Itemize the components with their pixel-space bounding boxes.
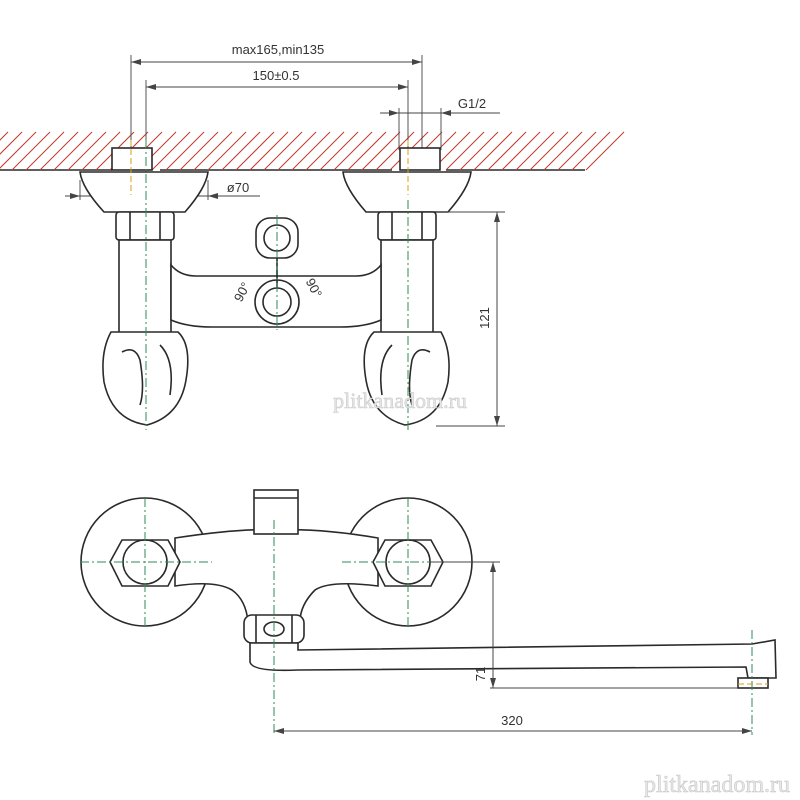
hatch-line bbox=[445, 131, 485, 171]
hatch-line bbox=[165, 131, 205, 171]
hatch-line bbox=[81, 131, 121, 171]
left-handle bbox=[102, 331, 189, 426]
spout-height-label: 71 bbox=[473, 667, 488, 681]
front-view bbox=[79, 147, 472, 426]
center-distance-label: 150±0.5 bbox=[253, 68, 300, 83]
right-wall-fitting bbox=[399, 147, 441, 171]
hatch-line bbox=[515, 131, 555, 171]
hatch-line bbox=[571, 131, 611, 171]
hatch-line bbox=[347, 131, 387, 171]
hatch-line bbox=[0, 131, 23, 155]
hatch-line bbox=[249, 131, 289, 171]
hatch-line bbox=[459, 131, 499, 171]
left-flange bbox=[79, 171, 209, 213]
top-view-axes bbox=[80, 498, 768, 735]
right-hex-nut bbox=[377, 211, 437, 241]
hatch-line bbox=[221, 131, 261, 171]
flange-diameter-label: ø70 bbox=[227, 180, 249, 195]
wall-section bbox=[0, 131, 625, 171]
watermark-center: plitkanadom.ru bbox=[333, 388, 467, 413]
hatch-line bbox=[333, 131, 373, 171]
hatch-line bbox=[263, 131, 303, 171]
right-body bbox=[380, 239, 434, 336]
hatch-line bbox=[39, 131, 79, 171]
height-label: 121 bbox=[477, 307, 492, 329]
hatch-line bbox=[25, 131, 65, 171]
hatch-line bbox=[179, 131, 219, 171]
hatch-line bbox=[361, 131, 401, 171]
hatch-line bbox=[501, 131, 541, 171]
left-body bbox=[118, 239, 172, 336]
hatch-line bbox=[0, 131, 9, 141]
thread-size-label: G1/2 bbox=[458, 96, 486, 111]
hatch-line bbox=[277, 131, 317, 171]
hatch-line bbox=[235, 131, 275, 171]
spout-dimensions bbox=[274, 561, 752, 734]
hatch-line bbox=[529, 131, 569, 171]
hatch-line bbox=[291, 131, 331, 171]
watermark-bottom-right: plitkanadom.ru bbox=[644, 772, 790, 798]
hatch-line bbox=[151, 131, 191, 171]
front-view-axes bbox=[130, 140, 409, 430]
hatch-line bbox=[557, 131, 597, 171]
top-view bbox=[80, 489, 777, 689]
hatch-line bbox=[53, 131, 93, 171]
right-flange bbox=[342, 171, 472, 213]
hatch-line bbox=[193, 131, 233, 171]
hatch-line bbox=[305, 131, 345, 171]
hatch-line bbox=[11, 131, 51, 171]
left-wall-fitting bbox=[111, 147, 153, 171]
top-view-diverter-cap bbox=[253, 489, 299, 535]
hatch-line bbox=[319, 131, 359, 171]
hatch-line bbox=[67, 131, 107, 171]
spout bbox=[249, 639, 777, 679]
aerator bbox=[737, 677, 769, 689]
hatch-line bbox=[487, 131, 527, 171]
hatch-line bbox=[585, 131, 625, 171]
hatch-line bbox=[473, 131, 513, 171]
hatch-line bbox=[543, 131, 583, 171]
left-hex-nut bbox=[115, 211, 175, 241]
top-view-body bbox=[174, 528, 379, 623]
height-dimension bbox=[436, 211, 505, 427]
hatch-line bbox=[207, 131, 247, 171]
hatch-line bbox=[0, 131, 37, 169]
spout-reach-label: 320 bbox=[501, 713, 523, 728]
span-range-label: max165,min135 bbox=[232, 42, 325, 57]
wall-hatch bbox=[0, 131, 625, 171]
